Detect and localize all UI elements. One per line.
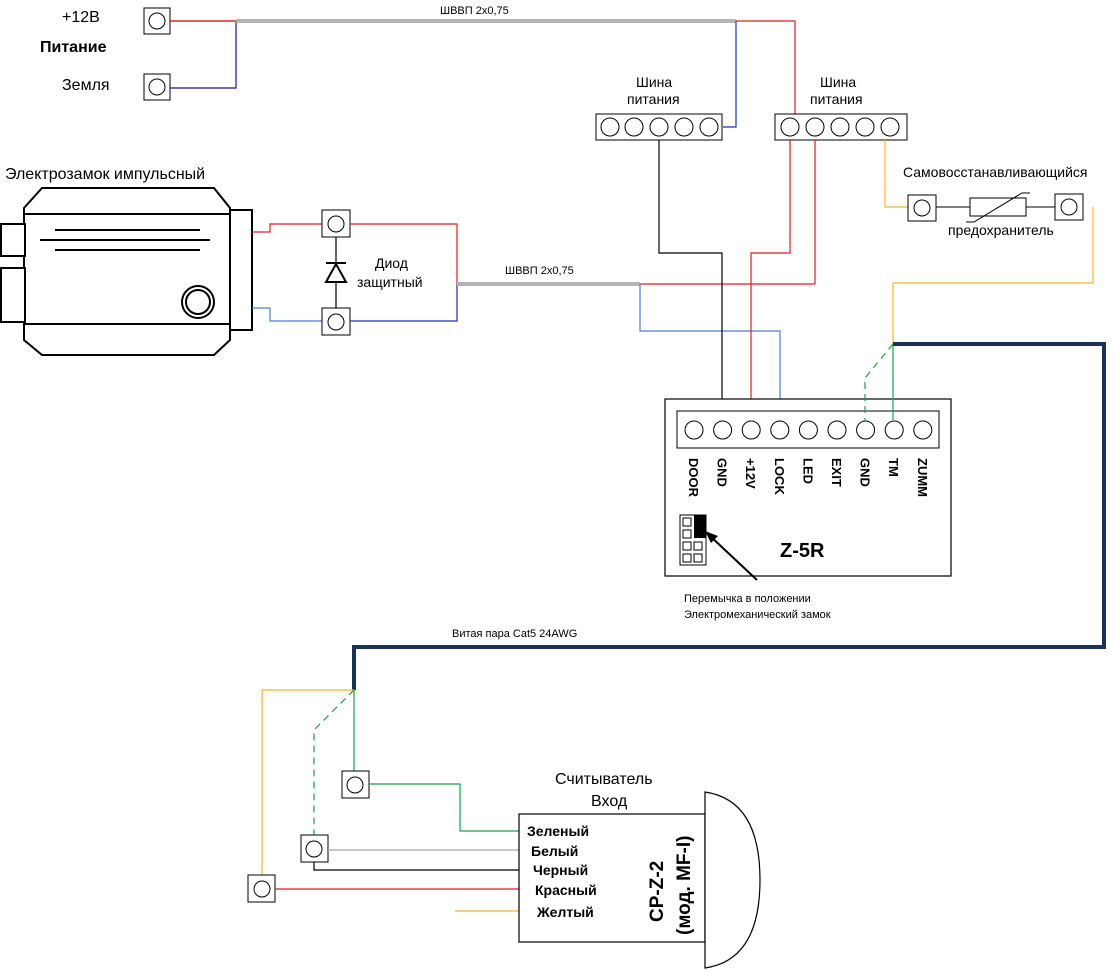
reader-wire-label-4: Желтый — [536, 904, 594, 920]
power-blue-wire — [170, 21, 237, 89]
right-bus-label-1: Шина — [820, 74, 856, 90]
terminal-1 — [713, 420, 733, 440]
terminal-7 — [884, 420, 904, 440]
reader-wire-label-1: Белый — [531, 843, 578, 859]
terminal-label-3: LOCK — [772, 458, 787, 495]
left-bus-label-1: Шина — [636, 74, 672, 90]
terminal-4 — [798, 420, 818, 440]
gnd-green-dashed — [864, 343, 894, 420]
lock-red-wire — [252, 223, 322, 233]
terminal-label-5: EXIT — [829, 458, 844, 487]
reader-yellow-wire — [261, 689, 354, 880]
jumper-note-1: Перемычка в положении — [684, 593, 811, 605]
ground-terminal-screw — [148, 78, 166, 96]
diode-red-wire — [350, 223, 458, 284]
reader-wire-label-0: Зеленый — [527, 823, 589, 839]
right-busbar: Шина питания — [774, 74, 908, 141]
power-supply: +12В Питание Земля — [40, 7, 171, 101]
reader-wire-label-3: Красный — [535, 882, 597, 898]
controller-z5r: DOOR GND +12V LOCK LED EXIT GND TM ZUMM Z-5R — [664, 398, 952, 581]
terminal-label-2: +12V — [743, 458, 758, 489]
terminal-2 — [741, 420, 761, 440]
protective-diode — [321, 209, 351, 336]
controller-name: Z-5R — [780, 540, 825, 562]
diode-blue-wire — [350, 284, 458, 322]
fuse-input-wire — [884, 140, 908, 208]
gnd-wire — [658, 140, 723, 420]
reader-cp-z2: Считыватель Вход ЗеленыйБелыйЧерныйКрасн… — [518, 771, 761, 969]
diode-label-2: защитный — [357, 274, 423, 290]
cat5-label: Витая пара Cat5 24AWG — [452, 628, 577, 640]
terminal-5 — [827, 420, 847, 440]
terminal-label-6: GND — [858, 458, 873, 487]
plus12-wire — [750, 140, 791, 420]
electric-lock — [0, 187, 253, 356]
power-red-wire-stub — [170, 20, 237, 89]
red-to-right-bus — [736, 20, 796, 115]
lock-terminal-wire — [639, 284, 781, 420]
plus12-terminal-screw — [148, 12, 166, 30]
reader-model-2: (мод. MF-I) — [674, 836, 695, 935]
terminal-6 — [856, 420, 876, 440]
right-bus-label-2: питания — [810, 91, 863, 107]
left-bus-label-2: питания — [627, 91, 680, 107]
jumper-note-2: Электромеханический замок — [684, 609, 831, 621]
fuse-output-wire — [892, 207, 1094, 344]
lock-title: Электрозамок импульсный — [5, 166, 205, 183]
reader-model-1: CP-Z-2 — [647, 861, 668, 922]
terminal-0 — [684, 420, 704, 440]
jumper-block — [679, 514, 707, 566]
reader-title-1: Считыватель — [555, 771, 653, 788]
terminal-label-8: ZUMM — [915, 458, 930, 497]
mid-cable-label: ШВВП 2х0,75 — [505, 265, 574, 277]
power-title: Питание — [40, 39, 107, 56]
reader-title-2: Вход — [591, 793, 628, 810]
reader-wire-label-2: Черный — [533, 862, 588, 878]
terminal-3 — [770, 420, 790, 440]
plus12-terminal — [143, 7, 171, 35]
reader-red-terminal — [247, 874, 276, 903]
left-busbar: Шина питания — [595, 74, 723, 141]
terminal-label-7: TM — [886, 458, 901, 477]
diode-label-1: Диод — [375, 255, 408, 271]
cat5-cable — [352, 342, 1106, 690]
plus12-label: +12В — [62, 9, 100, 26]
fuse-label-2: предохранитель — [948, 222, 1054, 238]
terminal-label-0: DOOR — [686, 458, 701, 498]
terminal-label-1: GND — [715, 458, 730, 487]
fuse-label-1: Самовосстанавливающийся — [903, 164, 1088, 180]
blue-to-left-bus — [723, 21, 737, 128]
terminal-label-4: LED — [800, 458, 815, 484]
top-cable-label: ШВВП 2х0,75 — [440, 5, 509, 17]
reader-dashed-wire — [313, 689, 355, 835]
lock-blue-wire — [252, 307, 322, 322]
ground-label: Земля — [62, 77, 110, 94]
terminal-8 — [913, 420, 933, 440]
